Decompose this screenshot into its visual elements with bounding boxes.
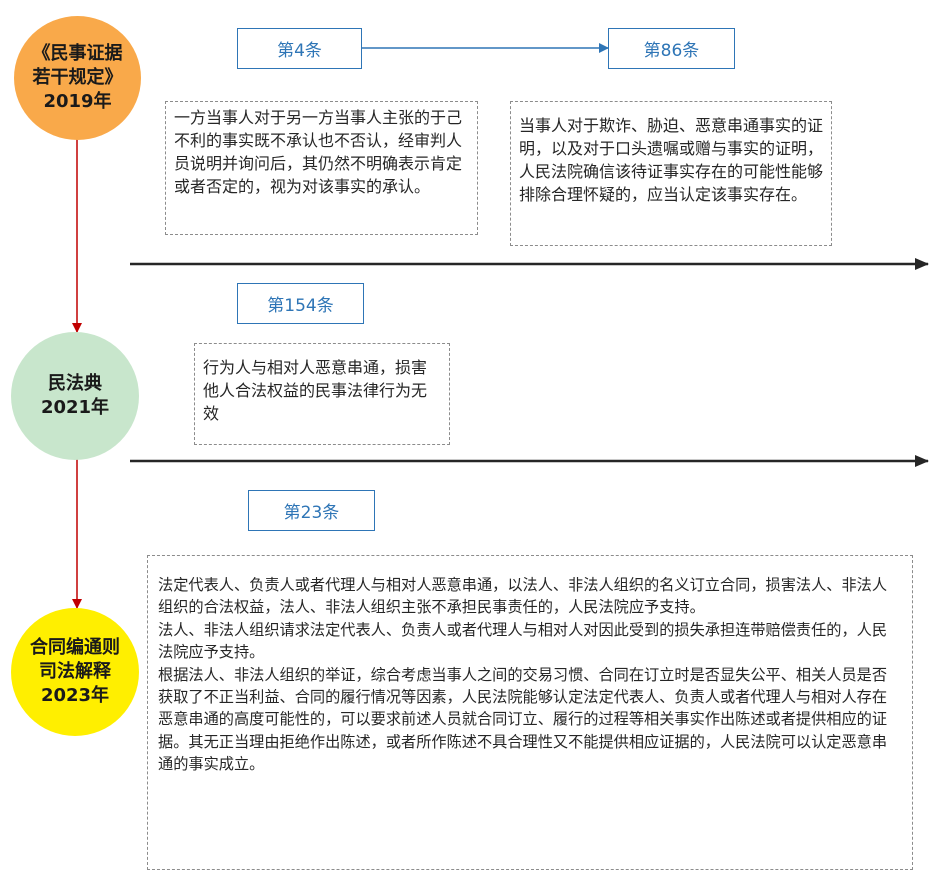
node-2023-label: 合同编通则 司法解释 2023年 [30, 637, 120, 706]
node-2019: 《民事证据 若干规定》 2019年 [14, 16, 141, 140]
box-article-4: 一方当事人对于另一方当事人主张的于己不利的事实既不承认也不否认，经审判人员说明并… [165, 101, 478, 235]
node-2023: 合同编通则 司法解释 2023年 [11, 608, 139, 736]
box-article-23-para-2: 法人、非法人组织请求法定代表人、负责人或者代理人与相对人对因此受到的损失承担连带… [158, 620, 887, 662]
tag-article-86-label: 第86条 [643, 41, 700, 61]
tag-article-4-label: 第4条 [277, 41, 322, 61]
node-2019-label: 《民事证据 若干规定》 2019年 [32, 43, 123, 112]
box-article-23-para-3: 根据法人、非法人组织的举证，综合考虑当事人之间的交易习惯、合同在订立时是否显失公… [158, 665, 887, 774]
tag-article-23: 第23条 [248, 490, 375, 531]
box-article-23-para-1: 法定代表人、负责人或者代理人与相对人恶意串通，以法人、非法人组织的名义订立合同，… [158, 576, 887, 617]
box-article-23: 法定代表人、负责人或者代理人与相对人恶意串通，以法人、非法人组织的名义订立合同，… [147, 555, 913, 870]
box-article-4-text: 一方当事人对于另一方当事人主张的于己不利的事实既不承认也不否认，经审判人员说明并… [174, 108, 463, 196]
node-2021-label: 民法典 2021年 [40, 373, 110, 418]
box-article-154: 行为人与相对人恶意串通，损害他人合法权益的民事法律行为无效 [194, 343, 450, 445]
tag-article-4: 第4条 [237, 28, 362, 69]
box-article-86: 当事人对于欺诈、胁迫、恶意串通事实的证明，以及对于口头遗嘱或赠与事实的证明，人民… [510, 101, 832, 246]
box-article-154-text: 行为人与相对人恶意串通，损害他人合法权益的民事法律行为无效 [203, 358, 428, 423]
tag-article-154-label: 第154条 [267, 296, 334, 316]
tag-article-154: 第154条 [237, 283, 364, 324]
tag-article-86: 第86条 [608, 28, 735, 69]
node-2021: 民法典 2021年 [11, 332, 139, 460]
box-article-86-text: 当事人对于欺诈、胁迫、恶意串通事实的证明，以及对于口头遗嘱或赠与事实的证明，人民… [519, 116, 824, 204]
tag-article-23-label: 第23条 [283, 503, 340, 523]
